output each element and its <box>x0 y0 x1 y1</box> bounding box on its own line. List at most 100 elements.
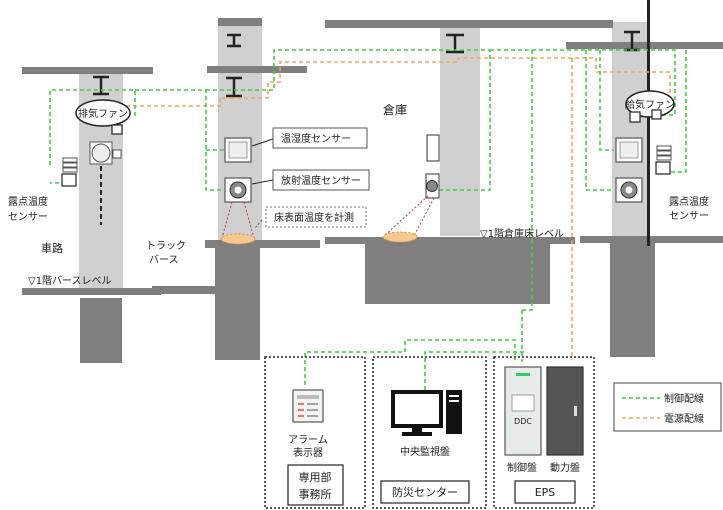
power-wiring <box>117 57 671 360</box>
control-line-right-radiation <box>585 50 614 191</box>
dew-sensor-icon <box>655 161 671 175</box>
column-berth <box>218 25 262 240</box>
floor-berth <box>205 240 320 248</box>
damper-icon <box>91 143 111 163</box>
beam-icon <box>226 76 242 98</box>
road-label: 車路 <box>41 241 63 255</box>
foundation-berth <box>215 246 260 360</box>
warehouse-sensors <box>382 134 440 243</box>
room-office-border <box>264 356 366 509</box>
control-line-supply-fan <box>490 49 676 116</box>
control-line-riser <box>522 50 533 311</box>
eps-label: EPS <box>535 486 556 499</box>
exhaust-fan-icon <box>75 99 131 127</box>
dew-sensor-left-label-1: 露点温度 <box>8 195 48 208</box>
foundation-left <box>80 298 122 363</box>
roof-berth-cap <box>218 18 262 26</box>
control-line-monitor <box>424 351 525 390</box>
roof-warehouse <box>325 20 613 28</box>
power-line-supply-fan <box>595 58 671 98</box>
office-label-box <box>287 464 344 506</box>
floor-surface-temp-label: 床表面温度を計測 <box>274 211 354 224</box>
dew-sensor-right-label-1: 露点温度 <box>669 195 709 208</box>
roof-right <box>566 42 723 49</box>
disaster-center-label-box <box>380 480 470 504</box>
alarm-display-icon <box>292 389 324 423</box>
outer-wall-right <box>647 0 650 246</box>
floor-road <box>22 288 161 295</box>
right-sensors <box>615 137 643 203</box>
warehouse-measurement-spot <box>382 231 418 243</box>
beam-symbols <box>93 30 640 98</box>
room-disaster-center: 中央監視盤 防災センター <box>372 356 487 509</box>
roof-berth-low <box>207 66 307 73</box>
warehouse-label: 倉庫 <box>383 102 407 117</box>
fan-controller-icon <box>111 124 123 135</box>
floor-berth-outer <box>152 286 252 294</box>
dew-sensor-left: 露点温度 センサー <box>8 157 78 223</box>
leader-line <box>251 138 274 147</box>
damper-sensor-icon <box>112 149 122 159</box>
measurement-spot <box>220 233 256 245</box>
temp-humidity-callout <box>272 127 368 149</box>
control-line-trunk <box>304 339 516 385</box>
supply-fan: 給気ファン <box>625 90 675 123</box>
control-wiring <box>49 49 687 390</box>
eps-label-box <box>514 480 576 504</box>
truck-berth-label-1: トラック <box>146 240 186 252</box>
monitor-icon <box>391 390 443 428</box>
alarm-display-label-1: アラーム <box>288 434 328 446</box>
beam-icon <box>227 33 241 48</box>
berth-level-label: ▽1階バースレベル <box>28 275 112 287</box>
pit-warehouse <box>365 244 550 304</box>
dew-sensor-left-label-2: センサー <box>8 211 48 223</box>
temp-humidity-sensor: 温湿度センサー <box>224 127 368 163</box>
radiation-sensor-label: 放射温度センサー <box>281 174 361 187</box>
truck-berth-label-2: バース <box>149 254 179 266</box>
supply-fan-label: 給気ファン <box>625 98 675 111</box>
control-line-right-temp <box>599 50 614 151</box>
legend-power-label: 電源配線 <box>664 412 704 425</box>
ddc-label: DDC <box>514 417 532 426</box>
temp-humidity-sensor-label: 温湿度センサー <box>281 132 351 145</box>
warehouse-floor-level-label: ▽1階倉庫床レベル <box>480 227 564 240</box>
leader-line <box>251 179 274 185</box>
floor-warehouse <box>325 237 575 244</box>
column-right <box>612 22 650 238</box>
warehouse-radiation-beam <box>383 195 435 237</box>
roof-left <box>22 67 153 74</box>
beam-icon <box>93 75 109 96</box>
exhaust-fan-label: 排気ファン <box>78 107 128 120</box>
office-label-1: 専用部 <box>299 470 332 484</box>
fan-controller-icon <box>629 111 641 123</box>
legend-control-label: 制御配線 <box>664 392 704 405</box>
alarm-display-label-2: 表示器 <box>293 446 323 459</box>
power-panel-label: 動力盤 <box>550 461 580 474</box>
room-eps-border <box>493 356 595 509</box>
dew-sensor-right: 露点温度 センサー <box>655 145 709 222</box>
supply-fan-icon <box>625 90 675 118</box>
disaster-center-label: 防災センター <box>392 485 458 499</box>
control-panel-label: 制御盤 <box>507 461 537 474</box>
room-eps: DDC 制御盤 動力盤 EPS <box>493 356 595 509</box>
radiation-sensor: 放射温度センサー 床表面温度を計測 <box>220 169 370 245</box>
column-warehouse <box>440 28 480 236</box>
radiation-sensor-callout <box>272 169 370 191</box>
exhaust-unit <box>89 141 122 225</box>
dew-sensor-right-label-2: センサー <box>669 210 709 222</box>
central-monitor-label: 中央監視盤 <box>400 445 450 458</box>
floor-temp-callout <box>265 206 367 228</box>
exhaust-fan: 排気ファン <box>75 99 131 135</box>
legend: 制御配線 電源配線 <box>613 382 722 432</box>
office-label-2: 事務所 <box>299 487 332 501</box>
control-line-dew-right <box>660 50 687 173</box>
power-panel-icon <box>546 366 584 456</box>
dew-sensor-icon <box>61 173 77 187</box>
fan-controller-icon <box>651 109 662 120</box>
structure <box>22 0 723 363</box>
legend-box <box>613 382 722 432</box>
foundation-right <box>610 243 655 357</box>
room-office: アラーム 表示器 専用部 事務所 <box>264 356 366 509</box>
power-line-fans <box>117 57 596 126</box>
